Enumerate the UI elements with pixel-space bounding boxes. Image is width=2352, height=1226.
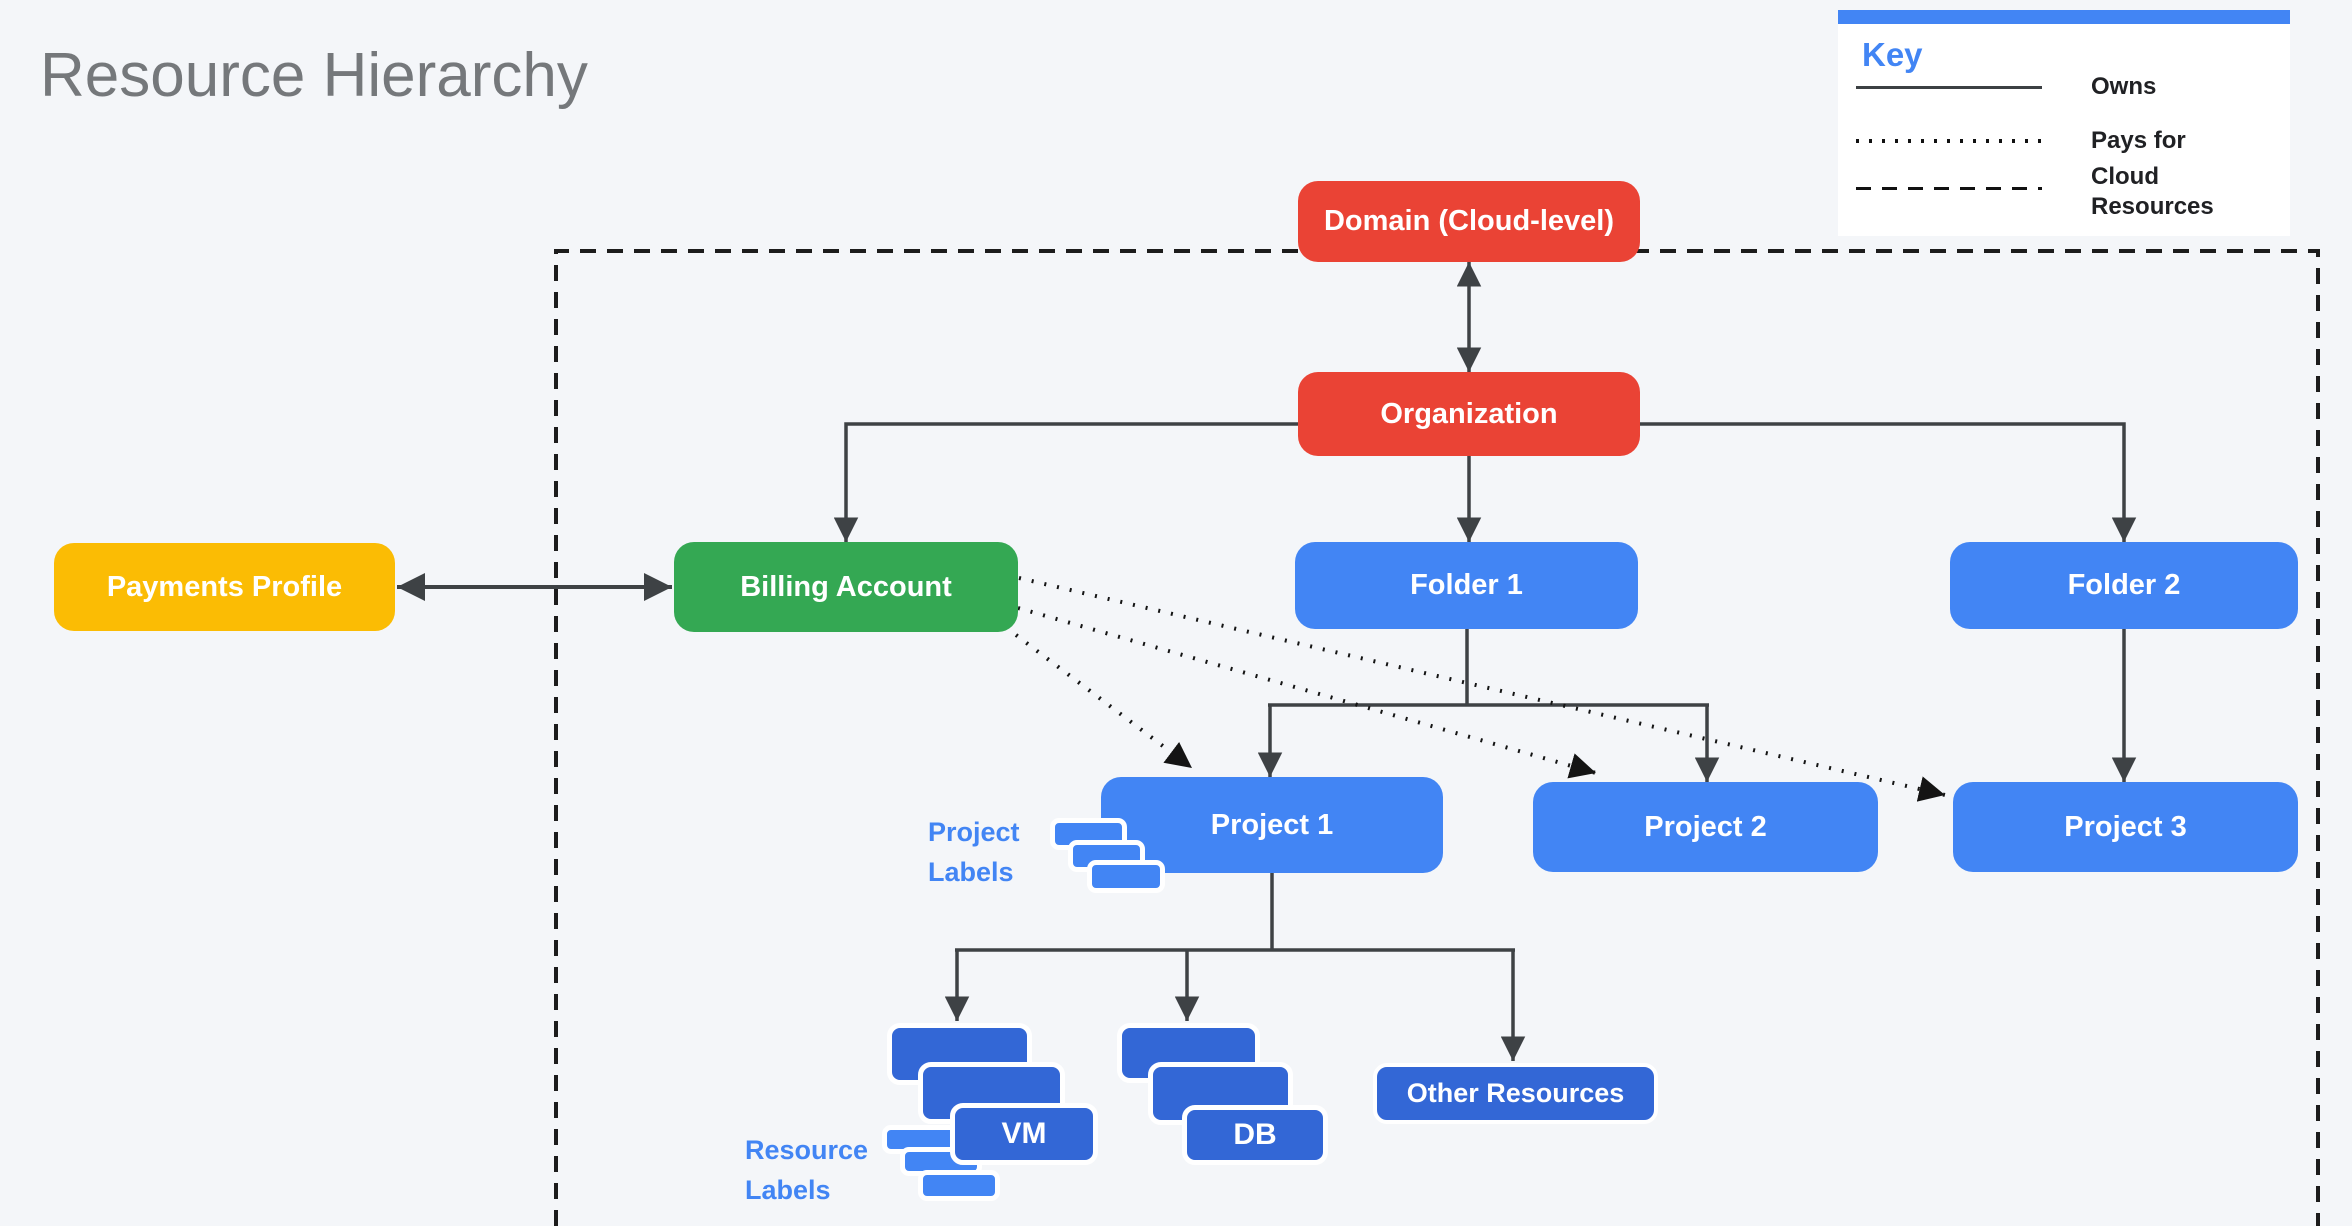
node-project-3: Project 3 — [1953, 782, 2298, 872]
legend-label-pays-for: Pays for — [2091, 127, 2186, 154]
node-folder-1: Folder 1 — [1295, 542, 1638, 629]
edge-organization-billing-account — [833, 422, 1298, 542]
node-vm: VM — [950, 1103, 1098, 1165]
legend-label-owns: Owns — [2091, 73, 2157, 100]
node-db: DB — [1182, 1105, 1328, 1165]
node-folder-2: Folder 2 — [1950, 542, 2298, 629]
legend-header-bar — [1838, 10, 2290, 24]
node-project-1: Project 1 — [1101, 777, 1443, 873]
edge-billing-account-project2-dotted — [1017, 606, 1597, 779]
legend: Key Owns Pays for Cloud Resources — [1838, 10, 2290, 236]
resource-labels-text: Resource Labels — [745, 1135, 869, 1205]
node-billing-account: Billing Account — [674, 542, 1018, 632]
resource-labels-annotation: Resource Labels — [745, 1130, 875, 1210]
node-domain: Domain (Cloud-level) — [1298, 181, 1640, 262]
pays-for-line-sample — [1856, 139, 2042, 143]
edge-organization-folder2 — [1640, 422, 2137, 542]
project-label-chip-3 — [1087, 860, 1165, 893]
node-other-resources: Other Resources — [1373, 1063, 1658, 1124]
legend-heading: Key — [1862, 36, 1923, 73]
node-organization: Organization — [1298, 372, 1640, 456]
cloud-resources-dashed-border — [554, 249, 2320, 1226]
project-labels-annotation: Project Labels — [928, 812, 1038, 892]
page-title: Resource Hierarchy — [40, 41, 588, 110]
resource-label-chip-3 — [918, 1170, 1000, 1201]
owns-line-sample — [1856, 86, 2042, 89]
edge-billing-account-project1-dotted — [1014, 633, 1194, 770]
project-labels-text: Project Labels — [928, 817, 1020, 887]
cloud-resources-line-sample — [1856, 187, 2042, 190]
legend-label-cloud-resources: Cloud Resources — [2091, 163, 2214, 220]
node-payments-profile: Payments Profile — [54, 543, 395, 631]
node-project-2: Project 2 — [1533, 782, 1878, 872]
